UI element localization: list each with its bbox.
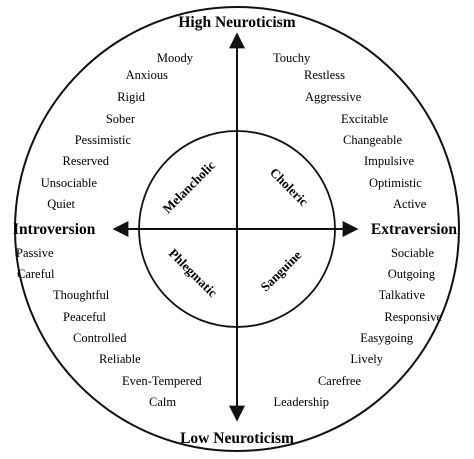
trait-changeable: Changeable	[343, 133, 402, 147]
trait-quiet: Quiet	[47, 197, 75, 211]
trait-thoughtful: Thoughtful	[53, 288, 110, 302]
trait-unsociable: Unsociable	[41, 176, 98, 190]
axis-label-top: High Neuroticism	[178, 14, 295, 31]
trait-peaceful: Peaceful	[63, 310, 107, 324]
trait-touchy: Touchy	[273, 51, 311, 65]
trait-even-tempered: Even-Tempered	[122, 374, 202, 388]
axis-label-bottom: Low Neuroticism	[180, 430, 294, 447]
trait-reliable: Reliable	[99, 352, 141, 366]
trait-lively: Lively	[350, 352, 383, 366]
traits-lower-left: PassiveCarefulThoughtfulPeacefulControll…	[16, 246, 202, 409]
trait-aggressive: Aggressive	[305, 90, 362, 104]
trait-controlled: Controlled	[73, 331, 127, 345]
axis-label-right: Extraversion	[371, 221, 457, 238]
temperament-melancholic: Melancholic	[160, 157, 219, 216]
trait-responsive: Responsive	[384, 310, 442, 324]
trait-impulsive: Impulsive	[364, 154, 414, 168]
trait-restless: Restless	[304, 68, 345, 82]
trait-reserved: Reserved	[62, 154, 109, 168]
temperament-phlegmatic: Phlegmatic	[166, 246, 221, 301]
trait-excitable: Excitable	[341, 112, 389, 126]
trait-pessimistic: Pessimistic	[75, 133, 132, 147]
trait-careful: Careful	[17, 267, 55, 281]
trait-rigid: Rigid	[117, 90, 146, 104]
trait-anxious: Anxious	[126, 68, 169, 82]
trait-optimistic: Optimistic	[369, 176, 422, 190]
outer-circle	[14, 6, 460, 452]
temperament-sanguine: Sanguine	[257, 247, 304, 294]
axis-label-left: Introversion	[13, 221, 96, 238]
traits-lower-right: SociableOutgoingTalkativeResponsiveEasyg…	[273, 246, 442, 409]
trait-sober: Sober	[106, 112, 136, 126]
trait-outgoing: Outgoing	[388, 267, 436, 281]
traits-upper-left: MoodyAnxiousRigidSoberPessimisticReserve…	[41, 51, 194, 211]
trait-moody: Moody	[157, 51, 194, 65]
temperament-choleric: Choleric	[267, 165, 311, 209]
trait-easygoing: Easygoing	[360, 331, 414, 345]
trait-active: Active	[393, 197, 427, 211]
trait-leadership: Leadership	[273, 395, 329, 409]
traits-upper-right: TouchyRestlessAggressiveExcitableChangea…	[273, 51, 427, 211]
trait-carefree: Carefree	[318, 374, 361, 388]
trait-calm: Calm	[149, 395, 176, 409]
trait-passive: Passive	[16, 246, 54, 260]
trait-sociable: Sociable	[391, 246, 434, 260]
trait-talkative: Talkative	[379, 288, 426, 302]
